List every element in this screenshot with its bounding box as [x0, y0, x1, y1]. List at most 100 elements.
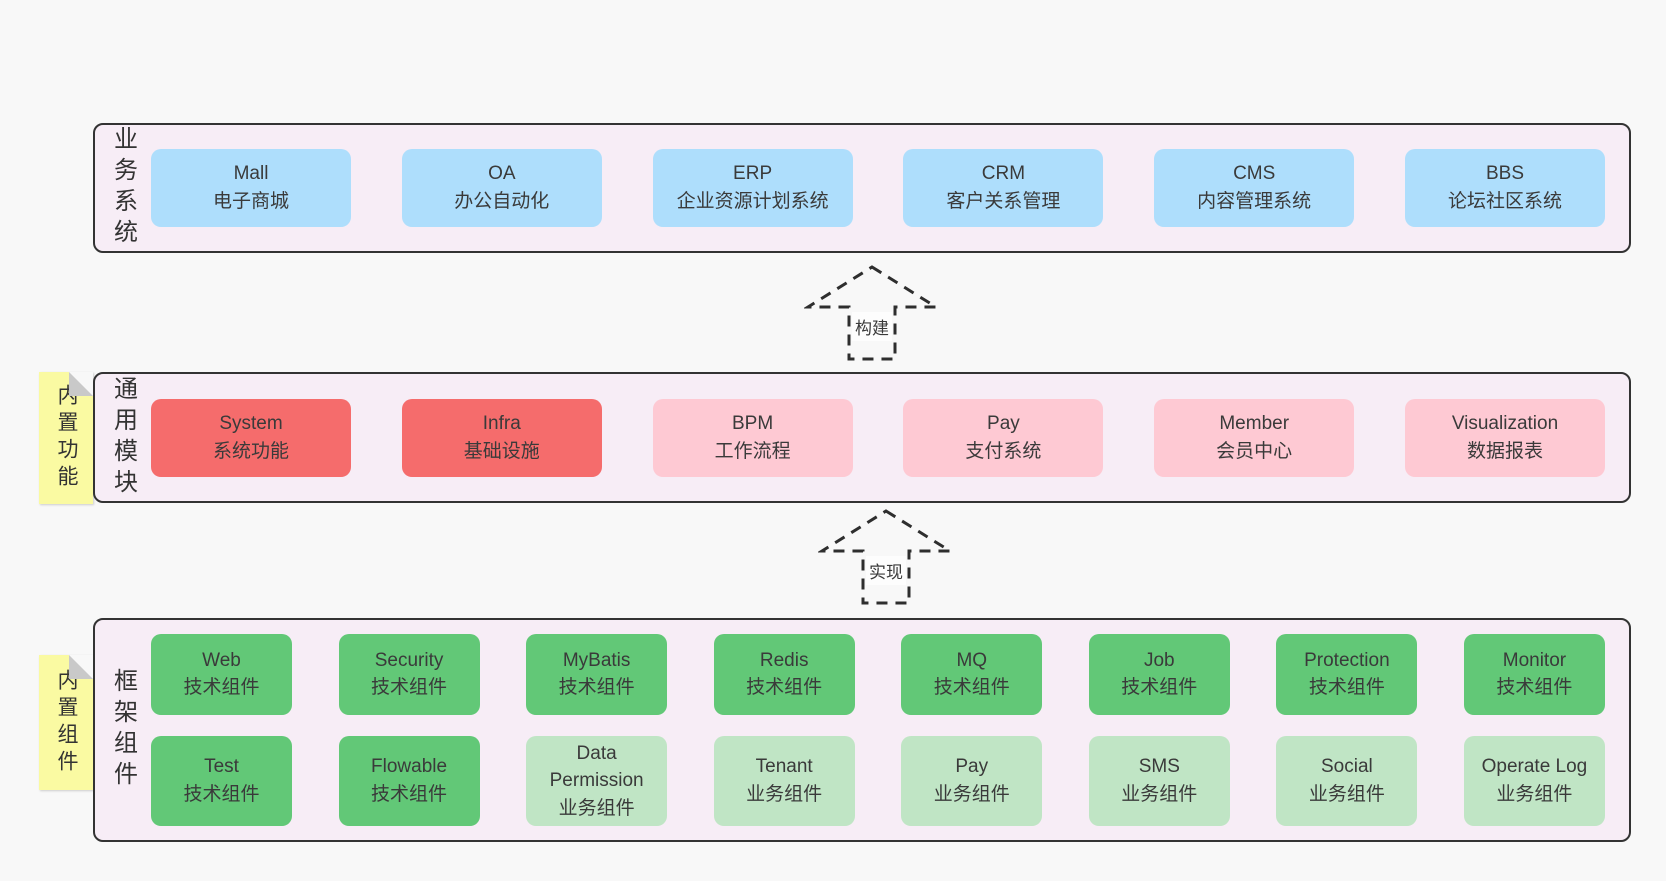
node-mybatis: MyBatis 技术组件	[526, 633, 668, 715]
node-name: Pay	[955, 756, 989, 778]
node-desc: 技术组件	[746, 677, 823, 699]
node-social: Social 业务组件	[1276, 735, 1418, 827]
node-name: MQ	[956, 649, 988, 671]
node-name: System	[219, 412, 283, 434]
node-name: MyBatis	[562, 649, 631, 671]
node-desc: 论坛社区系统	[1447, 191, 1562, 212]
node-redis: Redis 技术组件	[713, 633, 855, 715]
node-desc: 业务组件	[1308, 783, 1385, 805]
node-name: Web	[202, 649, 241, 671]
implement-arrow-label: 实现	[866, 556, 906, 585]
node-pay: Pay 业务组件	[901, 735, 1043, 827]
node-desc: 技术组件	[371, 783, 448, 805]
node-desc: 业务组件	[1496, 783, 1573, 805]
node-bpm: BPM 工作流程	[652, 398, 853, 477]
panel-rows: System 系统功能 Infra 基础设施 BPM 工作流程 Pay 支付系统 Member 会…	[151, 374, 1629, 501]
node-name: Visualization	[1451, 412, 1559, 434]
node-desc: 内容管理系统	[1197, 191, 1312, 212]
node-name: Data Permission	[549, 742, 644, 792]
up-arrow-icon	[804, 265, 940, 361]
node-desc: 业务组件	[1121, 783, 1198, 805]
node-desc: 技术组件	[933, 677, 1010, 699]
node-web: Web 技术组件	[151, 633, 292, 715]
node-operate-log: Operate Log 业务组件	[1463, 735, 1605, 827]
node-name: CMS	[1233, 163, 1276, 185]
node-name: Tenant	[755, 756, 813, 778]
node-name: Member	[1219, 412, 1290, 434]
panel-label: 通用模块	[109, 375, 137, 500]
node-name: ERP	[733, 163, 773, 185]
node-desc: 技术组件	[1121, 677, 1198, 699]
node-desc: 数据报表	[1466, 440, 1543, 462]
node-name: Redis	[759, 649, 809, 671]
node-desc: 技术组件	[558, 677, 635, 699]
node-infra: Infra 基础设施	[401, 398, 602, 477]
node-data-permission: Data Permission 业务组件	[526, 735, 668, 827]
sticky-note-label: 内置功能	[55, 384, 78, 492]
node-job: Job 技术组件	[1088, 633, 1230, 715]
node-mall: Mall 电子商城	[151, 149, 351, 227]
panel-label: 业务系统	[109, 126, 137, 250]
sticky-note-builtin-components: 内置组件	[39, 655, 93, 790]
node-name: Social	[1321, 756, 1373, 778]
node-test: Test 技术组件	[151, 735, 292, 827]
node-desc: 企业资源计划系统	[676, 191, 829, 212]
node-oa: OA 办公自动化	[401, 149, 602, 227]
sticky-note-builtin-functions: 内置功能	[39, 372, 93, 504]
node-name: Mall	[233, 163, 269, 185]
node-desc: 技术组件	[1308, 677, 1385, 699]
node-name: BBS	[1485, 163, 1524, 185]
panel-label: 框架组件	[109, 668, 137, 792]
node-crm: CRM 客户关系管理	[903, 149, 1104, 227]
node-name: Operate Log	[1481, 756, 1588, 778]
node-desc: 技术组件	[1496, 677, 1573, 699]
node-protection: Protection 技术组件	[1276, 633, 1418, 715]
implement-arrow: 实现	[818, 508, 954, 606]
panel-rows: Mall 电子商城 OA 办公自动化 ERP 企业资源计划系统 CRM 客户关系管理 CMS 内容…	[151, 125, 1629, 251]
node-erp: ERP 企业资源计划系统	[652, 149, 853, 227]
node-mq: MQ 技术组件	[901, 633, 1043, 715]
node-name: Flowable	[371, 756, 448, 778]
node-name: SMS	[1138, 756, 1180, 778]
node-desc: 支付系统	[965, 440, 1042, 462]
node-desc: 办公自动化	[454, 191, 550, 212]
node-name: Monitor	[1502, 649, 1567, 671]
node-name: Test	[204, 756, 239, 778]
node-name: Infra	[482, 412, 521, 434]
panel-row: Test 技术组件 Flowable 技术组件 Data Permission 业务组件 T…	[151, 735, 1605, 827]
sticky-note-label: 内置组件	[55, 668, 78, 777]
node-name: Pay	[987, 412, 1020, 434]
build-arrow: 构建	[804, 264, 940, 362]
node-desc: 技术组件	[371, 677, 448, 699]
node-desc: 业务组件	[933, 783, 1010, 805]
panel-row: System 系统功能 Infra 基础设施 BPM 工作流程 Pay 支付系统 Member 会…	[151, 398, 1605, 477]
node-flowable: Flowable 技术组件	[338, 735, 480, 827]
node-desc: 系统功能	[212, 440, 289, 462]
panel-row: Mall 电子商城 OA 办公自动化 ERP 企业资源计划系统 CRM 客户关系管理 CMS 内容…	[151, 149, 1605, 227]
node-system: System 系统功能	[151, 398, 351, 477]
node-desc: 会员中心	[1216, 440, 1293, 462]
panel-business-systems: 业务系统 Mall 电子商城 OA 办公自动化 ERP 企业资源计划系统 CRM 客户关系管理…	[93, 123, 1631, 253]
node-name: Job	[1143, 649, 1175, 671]
node-desc: 电子商城	[212, 191, 289, 212]
node-desc: 基础设施	[463, 440, 540, 462]
node-desc: 客户关系管理	[946, 191, 1061, 212]
build-arrow-label: 构建	[852, 312, 892, 341]
node-name: BPM	[732, 412, 774, 434]
node-name: CRM	[981, 163, 1026, 185]
node-desc: 技术组件	[183, 677, 260, 699]
node-desc: 技术组件	[183, 783, 260, 805]
node-monitor: Monitor 技术组件	[1463, 633, 1605, 715]
node-name: OA	[488, 163, 516, 185]
node-name: Protection	[1304, 649, 1390, 671]
node-desc: 工作流程	[714, 440, 791, 462]
up-arrow-icon	[818, 509, 954, 605]
panel-common-modules: 通用模块 System 系统功能 Infra 基础设施 BPM 工作流程 Pay 支付系统 Me…	[93, 372, 1631, 503]
node-desc: 业务组件	[558, 797, 635, 819]
node-sms: SMS 业务组件	[1088, 735, 1230, 827]
